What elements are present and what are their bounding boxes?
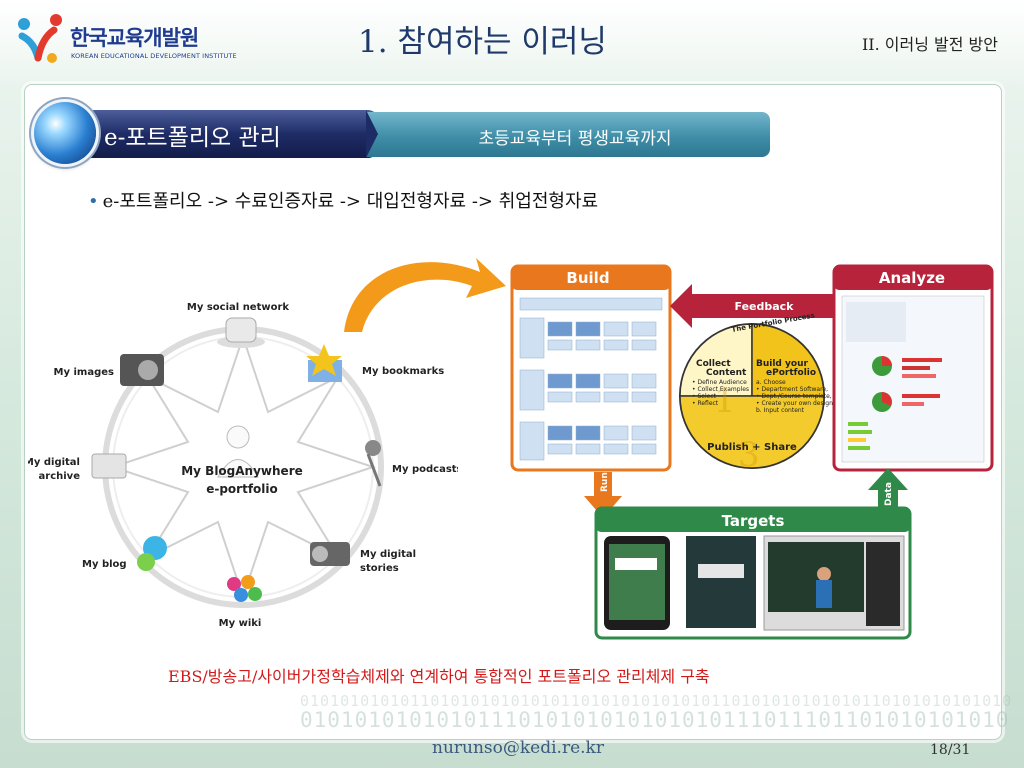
portfolio-process-diagram: Build Analyze Feedback The Portfolio Pro… <box>510 264 994 640</box>
collect-title-1: Collect <box>696 359 731 369</box>
cycle-number-3: 3 <box>738 435 760 475</box>
collect-item-2: • Collect Examples <box>692 386 749 393</box>
collect-title-2: Content <box>706 368 747 378</box>
targets-header <box>596 508 910 532</box>
feedback-arrow <box>670 284 834 328</box>
lecture-video-image <box>763 535 905 631</box>
curved-arrow-icon <box>344 258 506 332</box>
bullet-item: •e-포트폴리오 -> 수료인증자료 -> 대입전형자료 -> 취업전형자료 <box>88 187 598 213</box>
data-arrow <box>868 468 908 514</box>
targets-title: Targets <box>722 512 785 530</box>
build-step-item-1: a. Choose <box>756 379 786 386</box>
publish-label: Publish + Share <box>707 442 797 453</box>
run-label: Run <box>600 472 610 492</box>
logo-korean-name: 한국교육개발원 <box>70 26 199 50</box>
collect-item-1: • Define Audience <box>692 379 747 386</box>
build-step-item-2: • Department Software, <box>756 386 828 393</box>
spoke-images: My images <box>54 367 114 378</box>
archive-box-icon <box>91 453 127 479</box>
spoke-digital-archive-2: archive <box>39 471 81 482</box>
kedi-logo: 한국교육개발원 KOREAN EDUCATIONAL DEVELOPMENT I… <box>14 12 237 68</box>
wheel-center-line2: e-portfolio <box>206 482 278 496</box>
cycle-number-1: 1 <box>714 381 736 421</box>
banner-sub-bar <box>366 112 770 157</box>
spoke-social-network: My social network <box>187 302 290 313</box>
build-title: Build <box>566 269 609 287</box>
data-label: Data <box>884 482 894 506</box>
spoke-digital-stories-1: My digital <box>360 549 416 560</box>
build-step-item-3: • Dept./Course template, <box>756 393 832 400</box>
coffee-cup-icon <box>217 317 265 348</box>
collect-item-4: • Reflect <box>692 400 719 407</box>
background-glow <box>0 0 1024 90</box>
build-form-table <box>519 297 663 461</box>
section-label: II. 이러닝 발전 방안 <box>861 35 998 54</box>
microphone-icon <box>365 440 382 487</box>
analyze-header <box>834 266 992 290</box>
spoke-digital-stories-2: stories <box>360 563 399 574</box>
binary-decoration-top: 0101010101011010101010101011010101010101… <box>300 692 1013 710</box>
banner-sub-label: 초등교육부터 평생교육까지 <box>478 129 672 149</box>
collect-item-3: • Select <box>692 393 717 400</box>
star-bookmark-icon <box>306 344 342 382</box>
kedi-logo-mark-icon <box>18 14 62 63</box>
eportfolio-wheel-diagram: My BlogAnywhere e-portfolio My social ne… <box>28 302 458 629</box>
chat-bubble-icon <box>137 536 167 571</box>
portfolio-cycle <box>679 323 825 469</box>
banner-main-bar <box>70 110 378 158</box>
build-step-item-4: • Create your own design <box>756 400 833 407</box>
build-step-title-2: ePortfolio <box>766 368 816 378</box>
page-number: 18/31 <box>930 742 971 758</box>
banner-orb-icon <box>34 102 96 164</box>
wheel-center-line1: My BlogAnywhere <box>181 464 303 478</box>
spoke-blog: My blog <box>82 559 127 570</box>
logo-english-name: KOREAN EDUCATIONAL DEVELOPMENT INSTITUTE <box>71 52 237 60</box>
camera-icon <box>120 354 164 386</box>
feedback-label: Feedback <box>735 300 795 313</box>
footer-note: EBS/방송고/사이버가정학습체제와 연계하여 통합적인 포트폴리오 관리체제 … <box>168 667 710 686</box>
spoke-digital-archive-1: My digital <box>28 457 80 468</box>
banner-main-label: e-포트폴리오 관리 <box>104 125 281 151</box>
page-title: 1. 참여하는 이러닝 <box>358 24 607 60</box>
video-camera-icon <box>310 542 350 566</box>
build-header <box>512 266 670 290</box>
book-cover-image <box>686 536 756 628</box>
spoke-bookmarks: My bookmarks <box>362 366 444 377</box>
analyze-report <box>841 295 985 463</box>
center-avatar-icon <box>217 425 259 478</box>
banner-notch <box>366 110 378 158</box>
build-step-item-5: b. Input content <box>756 407 805 414</box>
spoke-podcasts: My podcasts <box>392 464 458 475</box>
tablet-image <box>604 536 670 630</box>
spoke-wiki: My wiki <box>219 618 262 629</box>
wiki-hexagons-icon <box>227 575 262 602</box>
analyze-title: Analyze <box>879 269 945 287</box>
binary-decoration-bottom: 0101010101010111010101010101010111011101… <box>300 708 1010 732</box>
build-step-title-1: Build your <box>756 359 808 369</box>
contact-email[interactable]: nurunso@kedi.re.kr <box>432 738 604 758</box>
bullet-dot-icon: • <box>88 191 99 212</box>
bullet-text: e-포트폴리오 -> 수료인증자료 -> 대입전형자료 -> 취업전형자료 <box>102 191 599 212</box>
